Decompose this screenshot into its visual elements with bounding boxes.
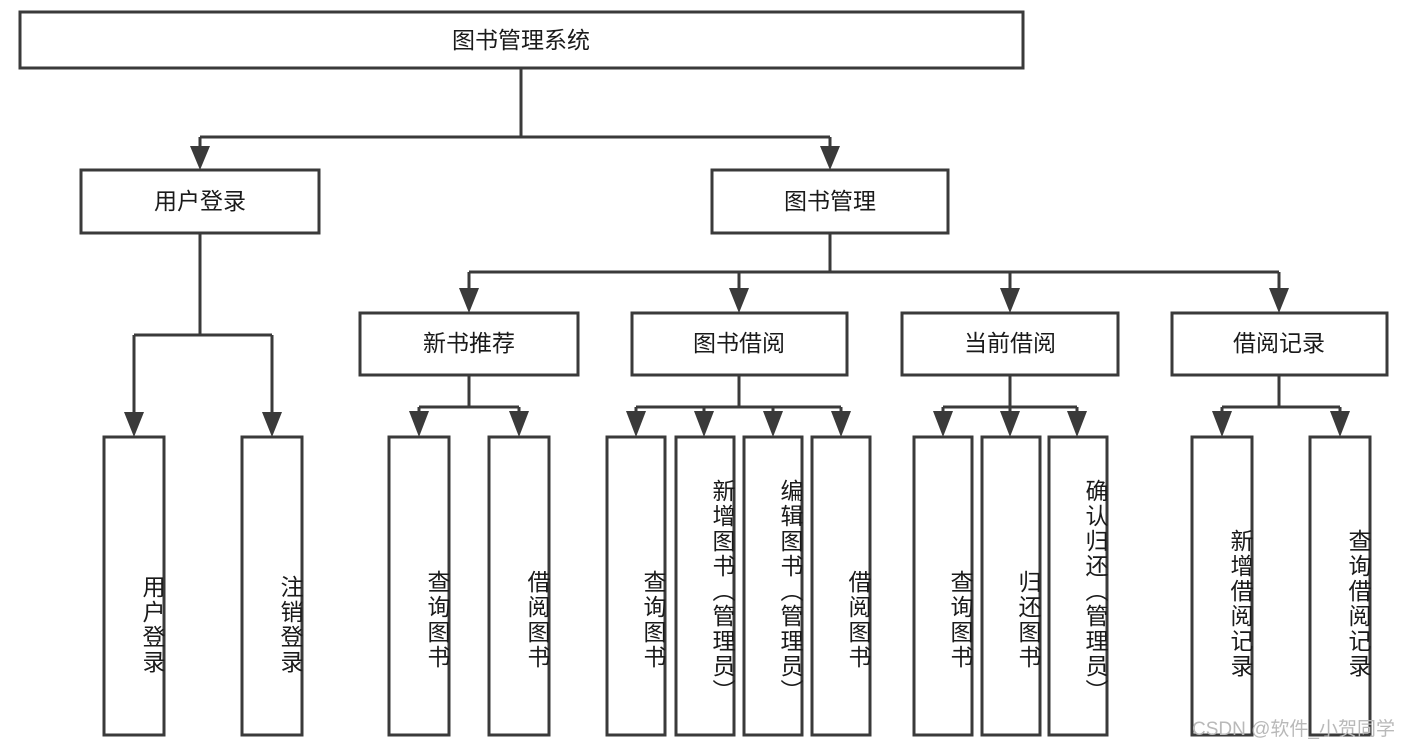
arrowhead-current-borrow [1000, 288, 1020, 313]
arrowhead-user-login [190, 146, 210, 170]
label-user-login: 用户登录 [154, 188, 246, 214]
arrowhead-book-manage [820, 146, 840, 170]
leaf-label-book-borrow-1: 新增图书（管理员） [709, 478, 735, 704]
node-book-borrow[interactable] [630, 311, 849, 377]
leaf-label-current-borrow-1: 归还图书 [1015, 570, 1041, 670]
leaf-label-current-borrow-2: 确认归还（管理员） [1082, 478, 1108, 704]
leaf-book-borrow-3[interactable] [810, 435, 872, 737]
arrowhead-leaf-user-login [124, 412, 144, 437]
arrowhead-leaf-logout [262, 412, 282, 437]
arrowhead-borrow-record [1269, 288, 1289, 313]
arrowhead-nb-leaf-1 [409, 411, 429, 437]
arrowhead-bb-leaf-1 [626, 411, 646, 437]
label-new-book-recommend: 新书推荐 [423, 330, 515, 356]
label-layer: 图书管理系统 用户登录 图书管理 新书推荐 图书借阅 当前借阅 借阅记录 [154, 27, 1325, 356]
leaf-label-new-book-0: 查询图书 [424, 570, 450, 670]
node-root[interactable] [18, 10, 1025, 70]
arrowhead-nb-leaf-2 [509, 411, 529, 437]
leaf-current-borrow-1[interactable] [980, 435, 1042, 737]
label-current-borrow: 当前借阅 [964, 330, 1056, 356]
leaf-borrow-record-0[interactable] [1190, 435, 1254, 737]
leaf-label-book-borrow-3: 借阅图书 [845, 570, 871, 670]
leaf-label-book-borrow-2: 编辑图书（管理员） [777, 478, 803, 704]
arrowhead-br-leaf-1 [1212, 411, 1232, 437]
leaf-new-book-1[interactable] [487, 435, 551, 737]
node-current-borrow[interactable] [900, 311, 1120, 377]
leaf-label-user-login-1: 注销登录 [277, 575, 303, 675]
arrowhead-bb-leaf-3 [763, 411, 783, 437]
node-new-book-recommend[interactable] [358, 311, 580, 377]
arrowhead-br-leaf-2 [1330, 411, 1350, 437]
leaf-label-borrow-record-0: 新增借阅记录 [1227, 529, 1253, 679]
leaf-label-book-borrow-0: 查询图书 [640, 570, 666, 670]
leaf-current-borrow-0[interactable] [912, 435, 974, 737]
arrowhead-cb-leaf-2 [1000, 411, 1020, 437]
leaf-user-login-0[interactable] [102, 435, 166, 737]
label-root: 图书管理系统 [452, 27, 590, 53]
leaf-book-borrow-1[interactable] [674, 435, 736, 737]
leaf-current-borrow-2[interactable] [1047, 435, 1109, 737]
label-book-borrow: 图书借阅 [693, 330, 785, 356]
node-user-login[interactable] [79, 168, 321, 235]
leaf-borrow-record-1[interactable] [1308, 435, 1372, 737]
node-book-manage[interactable] [710, 168, 950, 235]
node-borrow-record[interactable] [1170, 311, 1389, 377]
arrowhead-cb-leaf-3 [1067, 411, 1087, 437]
label-book-manage: 图书管理 [784, 188, 876, 214]
arrowhead-bb-leaf-4 [831, 411, 851, 437]
leaf-label-current-borrow-0: 查询图书 [947, 570, 973, 670]
label-borrow-record: 借阅记录 [1233, 330, 1325, 356]
leaf-book-borrow-0[interactable] [605, 435, 667, 737]
arrowhead-bb-leaf-2 [694, 411, 714, 437]
watermark-text: CSDN @软件_小贺同学 [1192, 719, 1395, 740]
leaf-new-book-0[interactable] [387, 435, 451, 737]
leaf-label-borrow-record-1: 查询借阅记录 [1345, 529, 1371, 679]
node-layer [18, 10, 1389, 737]
leaf-user-login-1[interactable] [240, 435, 304, 737]
arrowhead-book-borrow [729, 288, 749, 313]
arrowhead-new-book [459, 288, 479, 313]
leaf-label-new-book-1: 借阅图书 [524, 570, 550, 670]
connector-layer [124, 68, 1350, 437]
leaf-label-user-login-0: 用户登录 [139, 575, 165, 675]
leaf-book-borrow-2[interactable] [742, 435, 804, 737]
arrowhead-cb-leaf-1 [933, 411, 953, 437]
